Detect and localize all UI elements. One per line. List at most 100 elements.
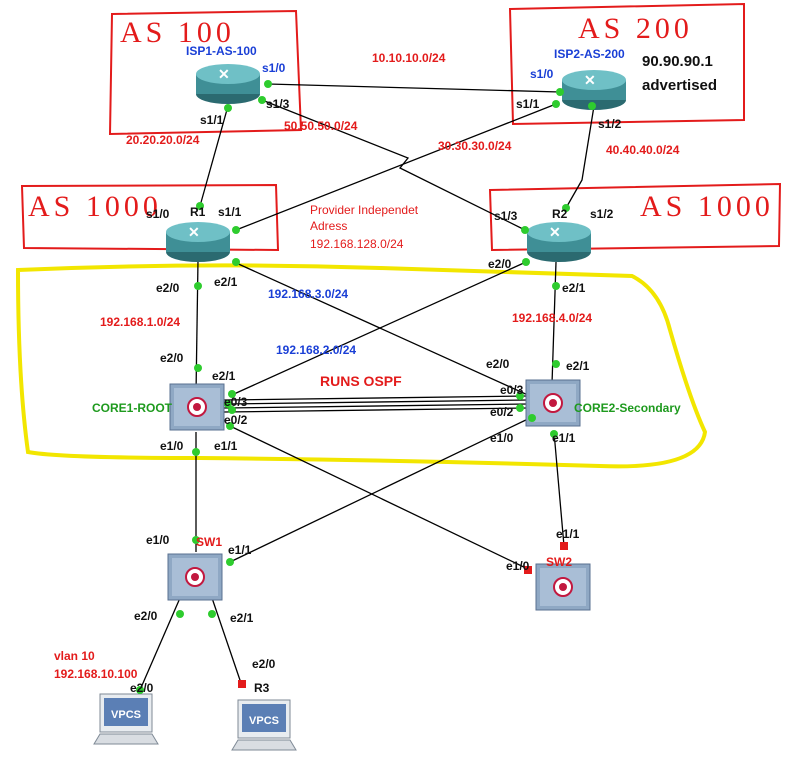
link-core1-core2-a: [223, 395, 529, 401]
network-label-30: 30.30.30.0/24: [438, 139, 512, 153]
link-core1-core2-c: [223, 403, 529, 409]
network-label-4: 192.168.4.0/24: [512, 311, 592, 325]
if-isp2-s10: s1/0: [530, 67, 554, 81]
network-label-20: 20.20.20.0/24: [126, 133, 200, 147]
device-name-isp2: ISP2-AS-200: [554, 47, 625, 61]
if-r2-s12: s1/2: [590, 207, 614, 221]
link-core2-sw1: [229, 417, 531, 563]
vlan-label: vlan 10: [54, 649, 95, 663]
link-sw1-vpcs: [139, 597, 181, 691]
switch-sw1[interactable]: [167, 553, 223, 601]
router-r2[interactable]: ✕: [527, 222, 591, 262]
link-isp2-r2: [565, 105, 595, 209]
if-c2-e11: e1/1: [552, 431, 576, 445]
link-isp1-isp2: [267, 83, 561, 93]
ospf-area-outline: [15, 263, 708, 469]
if-c1-e11: e1/1: [214, 439, 238, 453]
if-c2-e21: e2/1: [566, 359, 590, 373]
switch-core2[interactable]: [525, 379, 581, 427]
vpcs-host-1[interactable]: VPCS: [93, 693, 159, 745]
if-sw2-e10: e1/0: [506, 559, 530, 573]
network-label-40: 40.40.40.0/24: [606, 143, 680, 157]
advertised-word: advertised: [642, 77, 717, 94]
network-label-1: 192.168.1.0/24: [100, 315, 180, 329]
vpcs-host-2[interactable]: VPCS: [231, 699, 297, 751]
network-label-50: 50.50.50.0/24: [284, 119, 358, 133]
provider-note-line2: Adress: [310, 219, 347, 233]
if-isp2-s11: s1/1: [516, 97, 540, 111]
router-arrows-icon: ✕: [188, 224, 200, 240]
as1000-right-box: [488, 182, 782, 252]
vpcs-label: VPCS: [249, 715, 279, 727]
if-vpcs-e20: e2/0: [130, 681, 154, 695]
as-boxes: [20, 2, 782, 252]
as-label-r1: AS 1000: [28, 190, 162, 223]
device-name-r1: R1: [190, 205, 206, 219]
advertised-prefix: 90.90.90.1: [642, 53, 713, 70]
link-core1-core2-d: [223, 407, 529, 413]
network-label-2: 192.168.2.0/24: [276, 343, 356, 357]
if-r1-e20: e2/0: [156, 281, 180, 295]
link-core1-core2-b: [223, 399, 529, 405]
if-c2-e03: e0/3: [500, 383, 524, 397]
router-arrows-icon: ✕: [549, 224, 561, 240]
device-name-r2: R2: [552, 207, 568, 221]
network-label-3: 192.168.3.0/24: [268, 287, 348, 301]
if-c2-e20: e2/0: [486, 357, 510, 371]
device-name-sw2: SW2: [546, 555, 572, 569]
link-isp1-r1: [199, 105, 229, 207]
ospf-label: RUNS OSPF: [320, 373, 402, 389]
router-r1[interactable]: ✕: [166, 222, 230, 262]
link-r1-core2: [233, 261, 531, 397]
link-core2-sw2: [553, 431, 565, 547]
as100-box: [108, 9, 303, 136]
router-arrows-icon: ✕: [584, 72, 596, 88]
link-isp2-r1: [235, 103, 557, 231]
interface-labels: s1/0 s1/3 s1/1 s1/0 s1/1 s1/2 s1/0 s1/1 …: [130, 61, 622, 695]
device-name-sw1: SW1: [196, 535, 222, 549]
if-isp1-s13: s1/3: [266, 97, 290, 111]
if-sw1-e21: e2/1: [230, 611, 254, 625]
port-down-markers: [238, 542, 568, 688]
if-c1-e10: e1/0: [160, 439, 184, 453]
device-name-core1: CORE1-ROOT: [92, 401, 173, 415]
if-r1-e21: e2/1: [214, 275, 238, 289]
network-label-10: 10.10.10.0/24: [372, 51, 446, 65]
if-c1-e02: e0/2: [224, 413, 248, 427]
switch-core1[interactable]: [169, 383, 225, 431]
device-name-core2: CORE2-Secondary: [574, 401, 681, 415]
if-sw1-e20: e2/0: [134, 609, 158, 623]
if-c1-e20: e2/0: [160, 351, 184, 365]
switch-sw2[interactable]: [535, 563, 591, 611]
if-c1-e21: e2/1: [212, 369, 236, 383]
link-isp1-r2: [261, 99, 526, 231]
link-sw1-r3: [211, 597, 243, 687]
if-r3-e20: e2/0: [252, 657, 276, 671]
if-r1-s11: s1/1: [218, 205, 242, 219]
vpcs-label: VPCS: [111, 709, 141, 721]
if-isp1-s10: s1/0: [262, 61, 286, 75]
router-isp1[interactable]: ✕: [196, 64, 260, 104]
if-r2-s13: s1/3: [494, 209, 518, 223]
as-label-r2: AS 1000: [640, 190, 774, 223]
if-c2-e10: e1/0: [490, 431, 514, 445]
if-r2-e20: e2/0: [488, 257, 512, 271]
if-sw2-e11: e1/1: [556, 527, 580, 541]
if-r1-s10: s1/0: [146, 207, 170, 221]
link-r2-core1: [233, 261, 527, 395]
provider-note-line3: 192.168.128.0/24: [310, 237, 404, 251]
if-r2-e21: e2/1: [562, 281, 586, 295]
provider-note-line1: Provider Independet: [310, 203, 419, 217]
if-sw1-e10: e1/0: [146, 533, 170, 547]
router-isp2[interactable]: ✕: [562, 70, 626, 110]
device-name-isp1: ISP1-AS-100: [186, 44, 257, 58]
vlan-ip-label: 192.168.10.100: [54, 667, 138, 681]
link-r1-core1: [195, 259, 199, 395]
if-sw1-e11: e1/1: [228, 543, 252, 557]
links: [139, 83, 595, 691]
as-label-isp2: AS 200: [578, 12, 693, 45]
router-arrows-icon: ✕: [218, 66, 230, 82]
as200-box: [508, 2, 745, 126]
